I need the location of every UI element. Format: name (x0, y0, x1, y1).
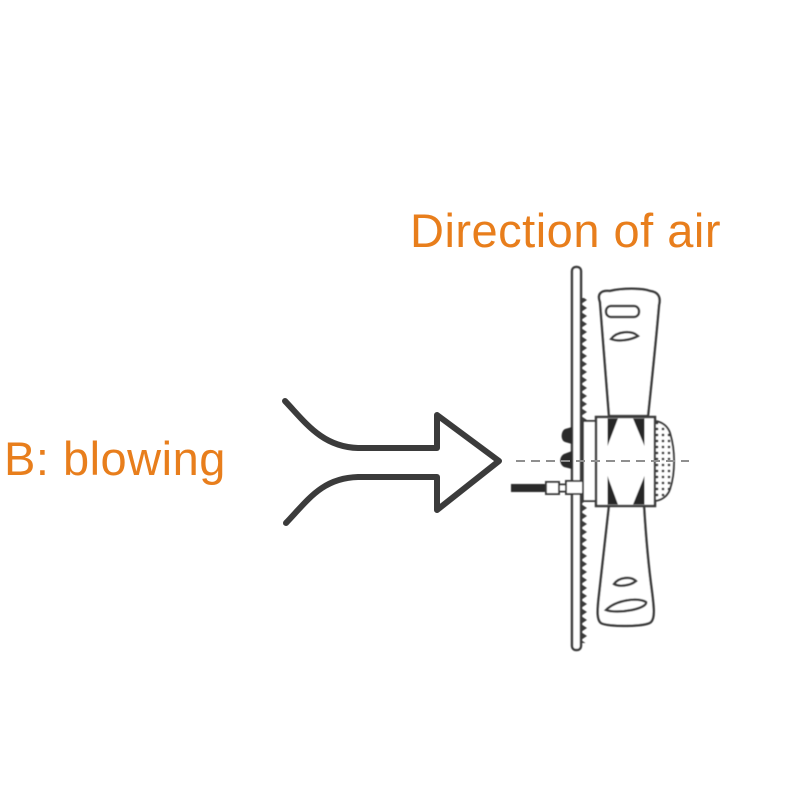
cable-connector-segment (558, 483, 567, 493)
bolt-icon (561, 427, 572, 444)
blowing-label: B: blowing (4, 432, 226, 485)
lower-blade-slot-icon (603, 598, 648, 613)
lower-fan-blade (596, 504, 655, 628)
airflow-arrow-icon (282, 398, 502, 526)
power-cable (511, 484, 546, 492)
direction-of-air-label: Direction of air (410, 204, 721, 257)
upper-blade-slot-small-icon (609, 330, 641, 342)
upper-blade-slot-icon (604, 304, 641, 319)
cable-connector-segment (565, 480, 584, 495)
upper-fan-blade (597, 287, 661, 418)
mounting-plate (570, 265, 583, 652)
lower-blade-slot-small-icon (612, 576, 638, 587)
cable-connector-segment (545, 481, 560, 495)
fan-assembly (511, 265, 676, 652)
